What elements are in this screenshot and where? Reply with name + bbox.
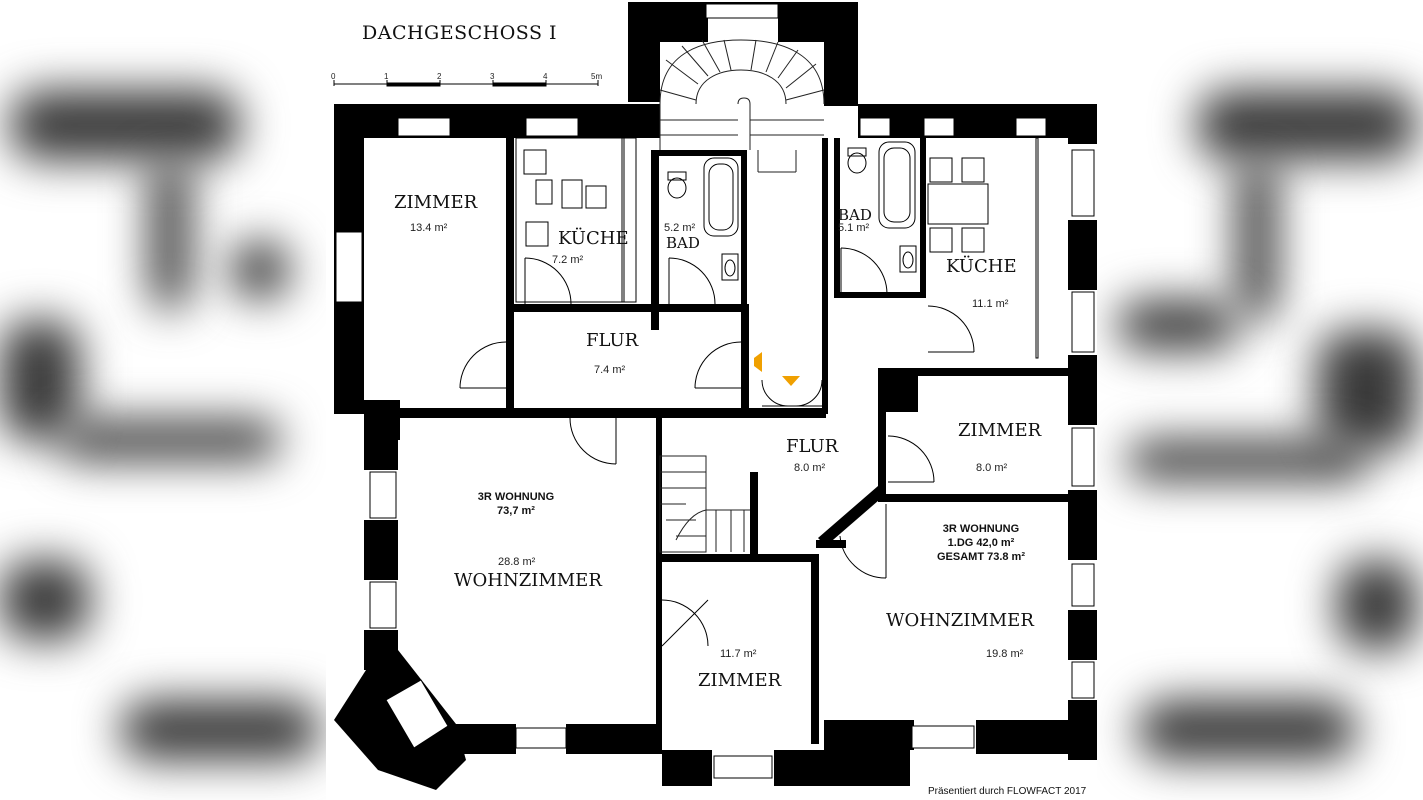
unit-east-line2: 1.DG 42,0 m² bbox=[947, 537, 1015, 549]
staircase bbox=[659, 39, 825, 553]
scale-tick-label: 1 bbox=[384, 72, 389, 81]
room-name-bad-e: BAD bbox=[838, 206, 872, 224]
scale-tick-label: 2 bbox=[437, 72, 442, 81]
scale-tick-label: 0 bbox=[331, 72, 336, 81]
walls bbox=[334, 2, 1097, 790]
room-area-wohnzimmer-w: 28.8 m² bbox=[498, 556, 536, 568]
room-area-wohnzimmer-e: 19.8 m² bbox=[986, 648, 1024, 660]
room-area-bad-w: 5.2 m² bbox=[664, 222, 696, 234]
room-area-bad-e: 5.1 m² bbox=[838, 222, 870, 234]
floor-plan: DACHGESCHOSS I 0 1 2 3 4 5m ZIMMER 13.4 … bbox=[326, 0, 1097, 800]
scale-bar bbox=[333, 80, 599, 87]
room-name-kueche-e: KÜCHE bbox=[946, 256, 1017, 277]
room-name-wohnzimmer-w: WOHNZIMMER bbox=[454, 570, 602, 591]
room-area-kueche-w: 7.2 m² bbox=[552, 254, 584, 266]
credit-text: Präsentiert durch FLOWFACT 2017 bbox=[928, 786, 1087, 797]
scale-tick-label: 5m bbox=[591, 72, 603, 81]
scale-tick-label: 4 bbox=[543, 72, 548, 81]
unit-west-line1: 3R WOHNUNG bbox=[477, 491, 555, 503]
unit-east-line3: GESAMT 73.8 m² bbox=[936, 551, 1026, 563]
scale-tick-label: 3 bbox=[490, 72, 495, 81]
interior-walls bbox=[364, 138, 1068, 744]
room-area-zimmer-s: 11.7 m² bbox=[720, 648, 757, 660]
windows bbox=[335, 3, 1095, 779]
unit-label-east: 3R WOHNUNG 1.DG 42,0 m² GESAMT 73.8 m² bbox=[916, 522, 1046, 564]
plan-title: DACHGESCHOSS I bbox=[362, 22, 558, 44]
room-area-kueche-e: 11.1 m² bbox=[972, 298, 1009, 310]
blurred-background-left bbox=[0, 0, 326, 800]
room-area-zimmer-e: 8.0 m² bbox=[976, 462, 1008, 474]
unit-west-line2: 73,7 m² bbox=[497, 505, 535, 517]
room-name-flur-c: FLUR bbox=[786, 436, 839, 457]
room-area-flur-c: 8.0 m² bbox=[794, 462, 826, 474]
unit-east-line1: 3R WOHNUNG bbox=[942, 523, 1020, 535]
room-name-zimmer-s: ZIMMER bbox=[698, 670, 782, 691]
floor-plan-drawing bbox=[333, 2, 1097, 790]
blurred-background-right bbox=[1097, 0, 1423, 800]
room-name-kueche-w: KÜCHE bbox=[558, 228, 629, 249]
room-area-flur-w: 7.4 m² bbox=[594, 364, 626, 376]
fixtures bbox=[515, 137, 1039, 359]
room-area-zimmer-nw: 13.4 m² bbox=[410, 222, 448, 234]
room-name-wohnzimmer-e: WOHNZIMMER bbox=[886, 610, 1034, 631]
room-name-flur-w: FLUR bbox=[586, 330, 639, 351]
orange-markers bbox=[754, 352, 800, 386]
unit-label-west: 3R WOHNUNG 73,7 m² bbox=[466, 490, 566, 518]
doors bbox=[459, 247, 975, 647]
room-name-zimmer-nw: ZIMMER bbox=[394, 192, 478, 213]
room-name-zimmer-e: ZIMMER bbox=[958, 420, 1042, 441]
room-name-bad-w: BAD bbox=[666, 234, 700, 252]
